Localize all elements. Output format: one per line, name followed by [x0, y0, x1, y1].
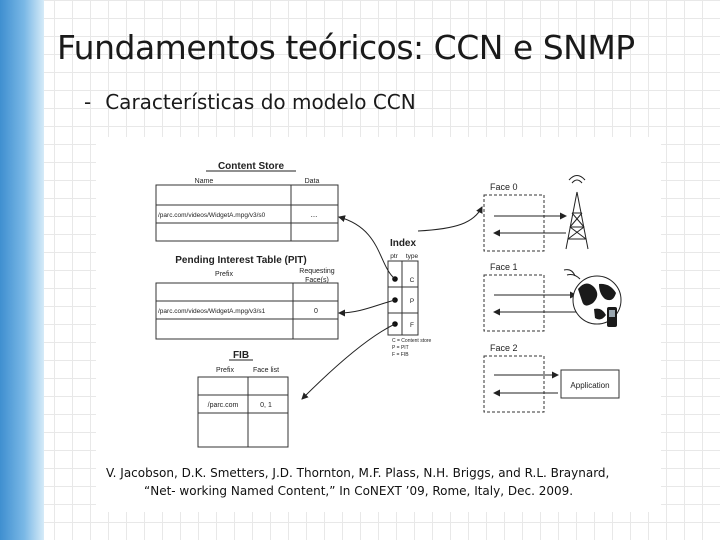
bullet-item: -Características do modelo CCN — [84, 90, 416, 114]
content-store-title: Content Store — [218, 161, 285, 172]
index-pointer-connectors — [301, 206, 483, 400]
pit-row-faces: 0 — [314, 308, 318, 315]
faces: Face 0 Face 1 Face 2 — [483, 182, 577, 413]
content-store-row-data: ... — [311, 210, 318, 219]
index-type-p: P — [410, 298, 414, 305]
fib-title: FIB — [233, 350, 249, 361]
pit-col-prefix: Prefix — [215, 271, 233, 278]
citation-line-1: V. Jacobson, D.K. Smetters, J.D. Thornto… — [106, 466, 610, 480]
index-table: Index ptr type C P F C = Content store P… — [387, 238, 432, 358]
index-title: Index — [390, 238, 417, 249]
content-store-row-name: /parc.com/videos/WidgetA.mpg/v3/s0 — [158, 212, 266, 219]
face-1-box — [483, 274, 545, 332]
mobile-phone-icon — [607, 307, 617, 327]
application-label: Application — [570, 381, 609, 390]
pit-col-faces-1: Requesting — [299, 268, 335, 275]
slide-title: Fundamentos teóricos: CCN e SNMP — [57, 28, 635, 67]
content-store-col-name: Name — [195, 178, 214, 185]
face-1-label: Face 1 — [490, 262, 518, 272]
pit-row-prefix: /parc.com/videos/WidgetA.mpg/v3/s1 — [158, 308, 266, 315]
index-legend-f: F = FIB — [392, 352, 409, 358]
ccn-diagram-svg: Content Store Name Data /parc.com/videos… — [155, 161, 622, 448]
content-store-col-data: Data — [305, 178, 320, 185]
index-type-c: C — [410, 277, 415, 284]
fib-col-faces: Face list — [253, 367, 279, 374]
index-col-type: type — [406, 253, 419, 260]
fib-row-faces: 0, 1 — [260, 402, 272, 409]
ccn-diagram: Content Store Name Data /parc.com/videos… — [96, 137, 661, 512]
index-legend-c: C = Content store — [392, 338, 432, 344]
index-legend-p: P = PIT — [392, 345, 409, 351]
pit-table: Pending Interest Table (PIT) Prefix Requ… — [155, 255, 339, 340]
pit-col-faces-2: Face(s) — [305, 277, 329, 284]
accent-bar — [0, 0, 44, 540]
bullet-dash: - — [84, 90, 92, 114]
application-box — [560, 369, 620, 399]
citation-line-2: “Net- working Named Content,” In CoNEXT … — [144, 484, 574, 498]
citation: V. Jacobson, D.K. Smetters, J.D. Thornto… — [106, 464, 626, 500]
fib-row-prefix: /parc.com — [208, 402, 239, 409]
face-0-box — [483, 194, 545, 252]
pit-title: Pending Interest Table (PIT) — [175, 255, 307, 266]
index-type-f: F — [410, 322, 414, 329]
face-2-box — [483, 355, 545, 413]
fib-col-prefix: Prefix — [216, 367, 234, 374]
face-0-label: Face 0 — [490, 182, 518, 192]
fib-table: FIB Prefix Face list /parc.com 0, 1 — [197, 350, 289, 448]
face-2-label: Face 2 — [490, 343, 518, 353]
antenna-tower-icon — [565, 175, 589, 250]
index-col-ptr: ptr — [390, 253, 398, 260]
content-store-table: Content Store Name Data /parc.com/videos… — [155, 161, 339, 242]
bullet-text: Características do modelo CCN — [105, 90, 416, 114]
